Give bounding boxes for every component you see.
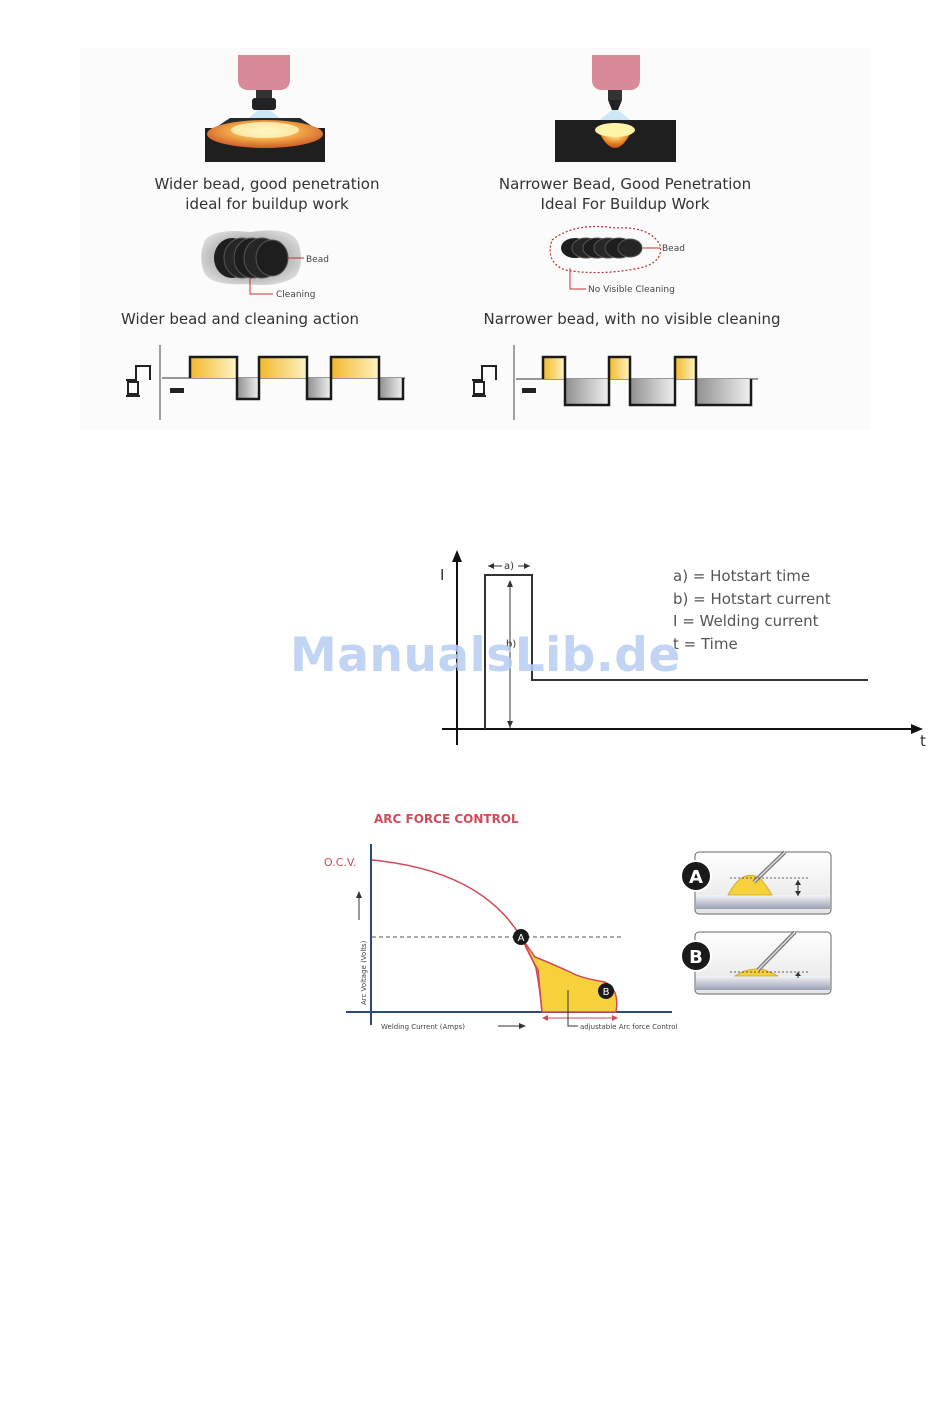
ocv-label: O.C.V. <box>324 856 357 869</box>
left-waveform <box>162 355 405 401</box>
inset-b-label: B <box>689 947 703 968</box>
inset-a <box>694 850 832 915</box>
point-a: A <box>513 929 529 945</box>
right-waveform <box>516 355 758 407</box>
ac-symbol-right-icon <box>472 365 497 397</box>
arc-force-title: ARC FORCE CONTROL <box>374 812 519 826</box>
left-bead-label: Bead <box>306 255 329 265</box>
hotstart-time-dimension <box>488 563 530 569</box>
right-bead-label: Bead <box>662 244 685 254</box>
current-arrowhead-icon <box>519 1023 526 1029</box>
arc-force-chart: ARC FORCE CONTROL O.C.V. Arc Voltage (Vo… <box>324 812 832 1031</box>
ac-balance-diagram: Wider bead, good penetration ideal for b… <box>80 48 870 430</box>
voltage-arrowhead-icon <box>356 891 362 898</box>
watermark: ManualsLib.de <box>290 628 681 683</box>
narrow-bead-icon <box>549 225 662 290</box>
inset-b-badge: B <box>680 940 712 972</box>
right-caption-line2: Ideal For Buildup Work <box>541 195 710 213</box>
point-b-label: B <box>603 987 610 998</box>
a-marker: a) <box>504 561 514 572</box>
left-caption-line2: ideal for buildup work <box>185 195 349 213</box>
right-caption-line1: Narrower Bead, Good Penetration <box>499 175 751 193</box>
current-axis-label: Welding Current (Amps) <box>381 1023 465 1031</box>
adjustable-range <box>542 990 618 1027</box>
hotstart-chart: I t a) b) a) = Hotstart time b) = Hotsta… <box>440 550 926 750</box>
negative-sign-right <box>522 388 536 393</box>
point-a-label: A <box>518 933 525 944</box>
negative-sign-left <box>170 388 184 393</box>
left-caption-bottom: Wider bead and cleaning action <box>121 310 359 328</box>
legend-hotstart-current: b) = Hotstart current <box>673 590 831 608</box>
x-axis-label: t <box>920 732 926 750</box>
left-cleaning-label: Cleaning <box>276 290 315 300</box>
right-caption-bottom: Narrower bead, with no visible cleaning <box>483 310 780 328</box>
x-axis-arrow-icon <box>911 724 923 734</box>
wide-bead-icon <box>201 230 304 295</box>
ac-symbol-left-icon <box>126 365 151 397</box>
inset-b <box>694 930 832 995</box>
b-marker: b) <box>506 639 516 650</box>
tig-torch-wide-icon <box>205 55 325 162</box>
point-b: B <box>598 983 614 999</box>
left-caption-line1: Wider bead, good penetration <box>155 175 380 193</box>
y-axis-label: I <box>440 566 444 584</box>
current-trace <box>484 574 868 729</box>
inset-a-badge: A <box>680 860 712 892</box>
tig-torch-narrow-icon <box>555 55 676 162</box>
legend-welding-current: I = Welding current <box>673 612 819 630</box>
arc-force-area <box>520 936 618 1013</box>
adjustable-range-label: adjustable Arc force Control <box>580 1023 678 1031</box>
hotstart-current-dimension <box>507 580 513 728</box>
y-axis-arrow-icon <box>452 550 462 562</box>
legend-time: t = Time <box>673 635 738 653</box>
legend-hotstart-time: a) = Hotstart time <box>673 567 810 585</box>
inset-a-label: A <box>689 867 703 888</box>
voltage-axis-label: Arc Voltage (Volts) <box>360 940 368 1005</box>
right-cleaning-label: No Visible Cleaning <box>588 285 675 295</box>
